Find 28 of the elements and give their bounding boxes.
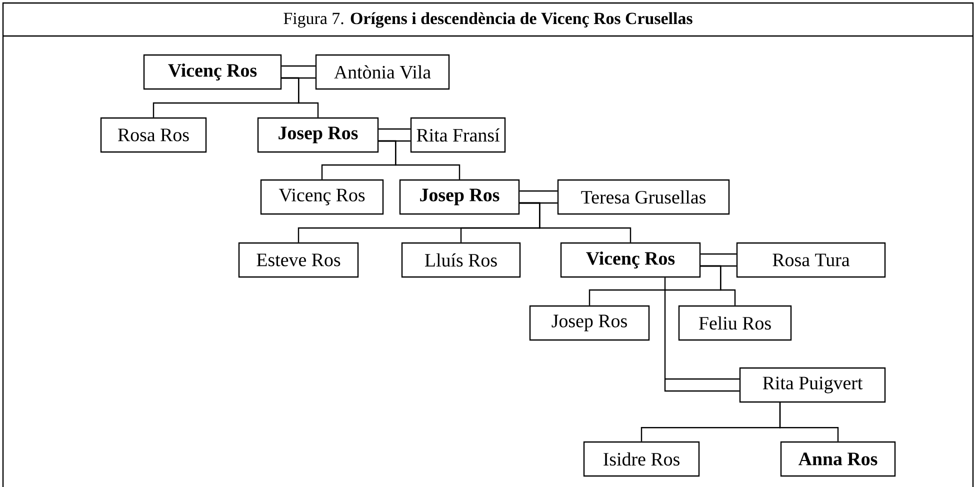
person-box: Antònia Vila [315,54,450,90]
person-box: Josep Ros [399,179,520,215]
person-box: Vicenç Ros [143,54,282,90]
marriage-line [378,128,411,142]
marriage-line [281,65,316,79]
descent-line [700,265,736,306]
title: Figura 7. Orígens i descendència de Vicenç Ros Crusellas [284,12,692,28]
person-box: Esteve Ros [238,242,359,278]
person-box: Lluís Ros [401,242,521,278]
person-box: Isidre Ros [583,441,700,477]
person-box: Rita Puigvert [739,367,886,403]
descent-line [520,202,632,242]
descent-line [779,402,839,442]
person-box: Vicenç Ros [260,179,384,215]
marriage-line [700,253,737,267]
person-box: Rosa Ros [100,117,207,153]
marriage-line [519,190,558,204]
person-box: Teresa Grusellas [557,179,730,215]
descent-line [378,140,460,180]
person-box: Josep Ros [529,305,650,341]
person-box: Josep Ros [257,117,379,153]
person-box: Vicenç Ros [560,242,701,278]
person-box: Anna Ros [780,441,896,477]
person-box: Rosa Tura [736,242,886,278]
descent-line [282,77,319,118]
marriage-line [664,277,740,392]
person-box: Rita Fransí [410,117,506,153]
person-box: Feliu Ros [678,305,792,341]
